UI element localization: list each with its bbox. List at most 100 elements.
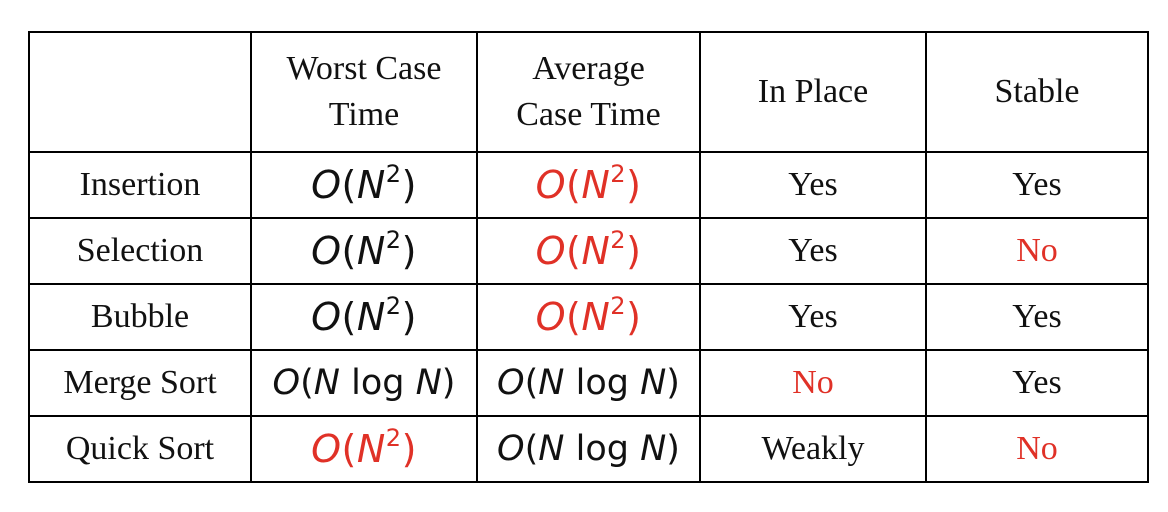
average-case-cell: O(N2): [476, 283, 701, 351]
close-paren: ): [626, 229, 642, 273]
in-place-cell: Yes: [699, 217, 927, 285]
in-place-cell: Yes: [699, 283, 927, 351]
in-place-cell: Weakly: [699, 415, 927, 483]
variable-n: N: [356, 295, 386, 339]
in-place-cell: No: [699, 349, 927, 417]
in-place-cell: Yes: [699, 151, 927, 219]
header-worst-case-time: Worst Case Time: [250, 31, 478, 153]
variable-n: N: [538, 429, 565, 469]
worst-case-complexity: O(N2): [311, 160, 417, 207]
average-case-cell: O(N2): [476, 151, 701, 219]
algorithm-name-cell: Insertion: [28, 151, 252, 219]
variable-n: N: [640, 363, 667, 403]
in-place-value: Yes: [788, 166, 838, 203]
variable-n: N: [356, 229, 386, 273]
average-case-complexity: O(N log N): [497, 363, 680, 403]
stable-cell: No: [925, 415, 1149, 483]
big-o-symbol: O: [311, 295, 342, 339]
average-case-complexity: O(N2): [535, 162, 642, 207]
open-paren: (: [524, 429, 539, 469]
worst-case-complexity: O(N2): [311, 292, 417, 339]
variable-n: N: [356, 427, 386, 471]
open-paren: (: [300, 363, 314, 403]
open-paren: (: [341, 163, 357, 207]
exponent-two: 2: [610, 226, 627, 254]
algorithm-name: Merge Sort: [63, 364, 217, 401]
exponent-two: 2: [385, 424, 402, 452]
variable-n: N: [415, 363, 442, 403]
header-row: Worst Case Time Average Case Time In Pla…: [28, 31, 1149, 153]
big-o-symbol: O: [311, 427, 342, 471]
average-case-cell: O(N log N): [476, 415, 701, 483]
exponent-two: 2: [610, 292, 627, 320]
big-o-symbol: O: [272, 363, 301, 403]
big-o-symbol: O: [535, 295, 567, 339]
variable-n: N: [538, 363, 565, 403]
header-in-place: In Place: [699, 31, 927, 153]
variable-n: N: [581, 163, 611, 207]
algorithm-name-cell: Quick Sort: [28, 415, 252, 483]
average-case-complexity: O(N log N): [497, 429, 680, 469]
algorithm-name-cell: Merge Sort: [28, 349, 252, 417]
header-in-place-label: In Place: [757, 73, 869, 110]
log-operator: log: [575, 429, 629, 469]
open-paren: (: [566, 163, 582, 207]
in-place-value: Yes: [788, 232, 838, 269]
big-o-symbol: O: [311, 163, 342, 207]
algorithm-name: Bubble: [90, 298, 190, 335]
close-paren: ): [666, 429, 680, 469]
close-paren: ): [666, 363, 680, 403]
close-paren: ): [401, 295, 417, 339]
worst-case-cell: O(N log N): [250, 349, 478, 417]
open-paren: (: [341, 229, 357, 273]
open-paren: (: [341, 295, 357, 339]
algorithm-name: Insertion: [79, 166, 201, 203]
worst-case-cell: O(N2): [250, 217, 478, 285]
stable-value: Yes: [1012, 298, 1062, 335]
exponent-two: 2: [385, 160, 402, 188]
big-o-symbol: O: [535, 163, 567, 207]
open-paren: (: [341, 427, 357, 471]
worst-case-complexity: O(N2): [311, 424, 417, 471]
open-paren: (: [566, 295, 582, 339]
worst-case-complexity: O(N2): [311, 228, 417, 273]
worst-case-cell: O(N2): [250, 151, 478, 219]
average-case-complexity: O(N2): [535, 226, 642, 273]
header-stable: Stable: [925, 31, 1149, 153]
close-paren: ): [441, 363, 456, 403]
sorting-comparison-table: Worst Case Time Average Case Time In Pla…: [28, 31, 1149, 483]
stable-value: No: [1016, 232, 1058, 269]
variable-n: N: [581, 229, 611, 273]
algorithm-name-cell: Selection: [28, 217, 252, 285]
open-paren: (: [566, 229, 582, 273]
stable-value: No: [1016, 430, 1058, 467]
algorithm-name-cell: Bubble: [28, 283, 252, 351]
worst-case-cell: O(N2): [250, 283, 478, 351]
worst-case-cell: O(N2): [250, 415, 478, 483]
exponent-two: 2: [385, 292, 402, 320]
in-place-value: Weakly: [761, 430, 865, 467]
average-case-complexity: O(N2): [535, 292, 642, 339]
big-o-symbol: O: [311, 229, 342, 273]
close-paren: ): [401, 163, 417, 207]
header-average-case-time: Average Case Time: [476, 31, 701, 153]
close-paren: ): [626, 163, 642, 207]
stable-cell: No: [925, 217, 1149, 285]
stable-value: Yes: [1012, 166, 1062, 203]
in-place-value: No: [792, 364, 834, 401]
corner-cell: [28, 31, 252, 153]
algorithm-name: Quick Sort: [65, 430, 215, 467]
variable-n: N: [313, 363, 340, 403]
variable-n: N: [640, 429, 667, 469]
open-paren: (: [524, 363, 539, 403]
big-o-symbol: O: [497, 363, 525, 403]
variable-n: N: [581, 295, 611, 339]
big-o-symbol: O: [535, 229, 567, 273]
algorithm-name: Selection: [76, 232, 204, 269]
stable-cell: Yes: [925, 151, 1149, 219]
close-paren: ): [401, 229, 417, 273]
